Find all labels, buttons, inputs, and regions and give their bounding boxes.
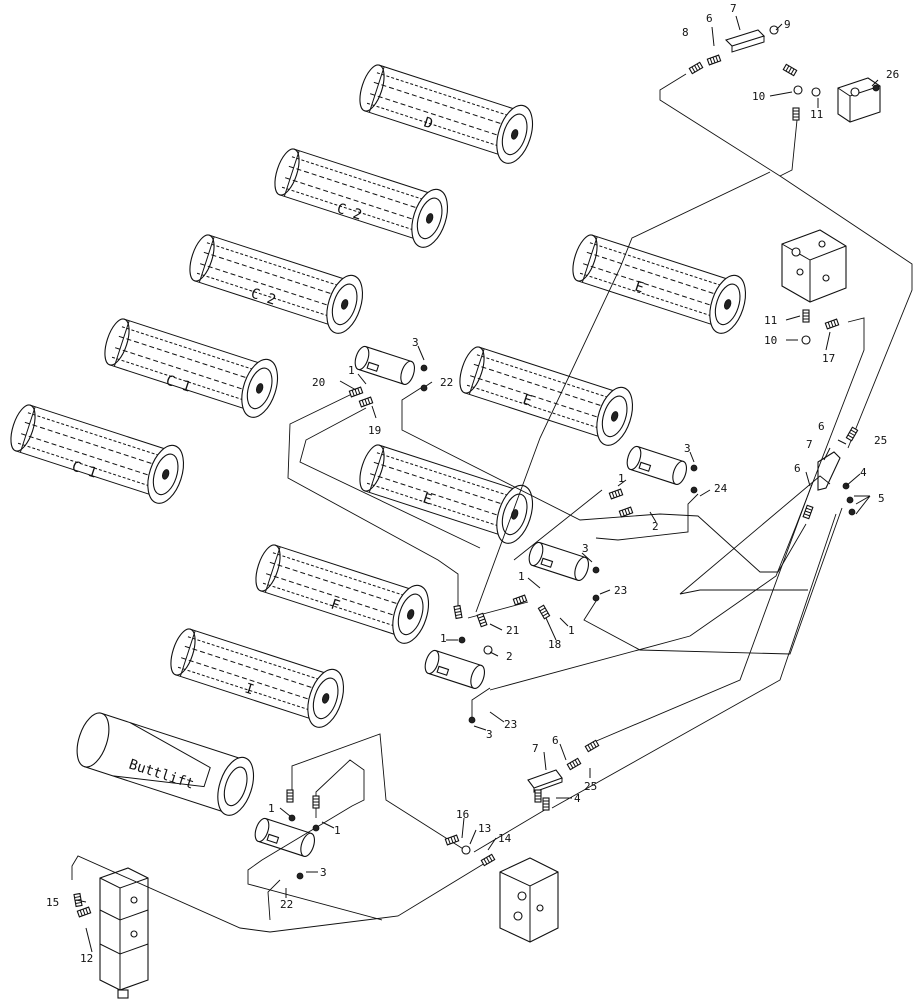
roller-c1-lower [3, 395, 191, 509]
callout-23-e: 23 [614, 584, 627, 597]
roller-label-c2-mid: C 2 [249, 286, 278, 309]
hoses [71, 73, 913, 933]
callout-1-c: 1 [348, 364, 355, 377]
callout-10-top: 10 [752, 90, 765, 103]
callout-2-f: 2 [506, 650, 513, 663]
callout-7-top: 7 [730, 2, 737, 15]
callout-20: 20 [312, 376, 325, 389]
callout-5: 5 [878, 492, 885, 505]
roller-label-c2-top: C 2 [335, 201, 364, 224]
callout-24: 24 [714, 482, 728, 495]
roller-label-d: D [422, 115, 435, 133]
callout-22-c: 22 [440, 376, 453, 389]
valve-stack-bottom-left [99, 867, 149, 999]
callout-numbers: 6 7 9 8 26 10 11 11 10 17 6 25 7 6 4 5 3… [46, 2, 899, 965]
callout-2-e: 2 [652, 520, 659, 533]
callout-13: 13 [478, 822, 491, 835]
roller-buttlift [76, 712, 255, 816]
callout-3-f: 3 [486, 728, 493, 741]
callout-6-bottom: 6 [552, 734, 559, 747]
roller-f [248, 535, 436, 649]
callout-25-bottom: 25 [584, 780, 597, 793]
valve-block-top-right [837, 77, 881, 123]
callout-3-e-low: 3 [582, 542, 589, 555]
roller-label-c1-upper: C 1 [164, 373, 193, 396]
callout-11-top: 11 [810, 108, 823, 121]
callout-4-bottom: 4 [574, 792, 581, 805]
callout-14: 14 [498, 832, 512, 845]
valve-block-bottom-mid [499, 857, 559, 943]
roller-label-e-mid: E [521, 392, 534, 410]
callout-21: 21 [506, 624, 519, 637]
callout-3-b: 3 [320, 866, 327, 879]
callout-6-top: 6 [706, 12, 713, 25]
roller-c2-mid [182, 225, 370, 339]
callout-1-e: 1 [618, 472, 625, 485]
roller-e-low [352, 435, 540, 549]
callout-7-right: 7 [806, 438, 813, 451]
roller-e-right [565, 225, 753, 339]
callout-7-bottom: 7 [532, 742, 539, 755]
callout-1-f: 1 [440, 632, 447, 645]
roller-label-c1-lower: C 1 [70, 459, 99, 482]
callout-22-b: 22 [280, 898, 293, 911]
callout-10-mid: 10 [764, 334, 777, 347]
roller-d [352, 55, 540, 169]
callout-11-mid: 11 [764, 314, 777, 327]
callout-23-f: 23 [504, 718, 517, 731]
valve-block-mid-right [781, 229, 847, 303]
callout-25-right: 25 [874, 434, 887, 447]
roller-c2-top [267, 139, 455, 253]
callout-1-b-right: 1 [334, 824, 341, 837]
callout-1-b-left: 1 [268, 802, 275, 815]
roller-e-mid [452, 337, 640, 451]
roller-c1-upper [97, 309, 285, 423]
callout-12: 12 [80, 952, 93, 965]
callout-17: 17 [822, 352, 835, 365]
roller-i [163, 619, 351, 733]
motor-e-mid [624, 444, 690, 487]
callout-leaders [75, 15, 879, 953]
callout-6-right-low: 6 [794, 462, 801, 475]
callout-18: 18 [548, 638, 561, 651]
fittings [73, 25, 880, 918]
roller-label-buttlift: Buttlift [127, 757, 196, 793]
roller-label-f: F [329, 597, 342, 615]
callout-16: 16 [456, 808, 469, 821]
motor-buttlift [252, 816, 318, 859]
callout-9: 9 [784, 18, 791, 31]
callout-26: 26 [886, 68, 899, 81]
callout-8: 8 [682, 26, 689, 39]
callout-19: 19 [368, 424, 381, 437]
motor-f [422, 648, 488, 691]
callout-1-e-low: 1 [518, 570, 525, 583]
roller-label-e-low: E [421, 491, 434, 509]
callout-3-c: 3 [412, 336, 419, 349]
manifold-bottom [527, 769, 563, 793]
callout-1-e-low-b: 1 [568, 624, 575, 637]
callout-4-right: 4 [860, 466, 867, 479]
manifold-right [817, 451, 841, 491]
manifold-top [724, 29, 766, 53]
callout-15: 15 [46, 896, 59, 909]
callout-3-e: 3 [684, 442, 691, 455]
callout-6-right: 6 [818, 420, 825, 433]
roller-label-i: I [243, 681, 256, 699]
